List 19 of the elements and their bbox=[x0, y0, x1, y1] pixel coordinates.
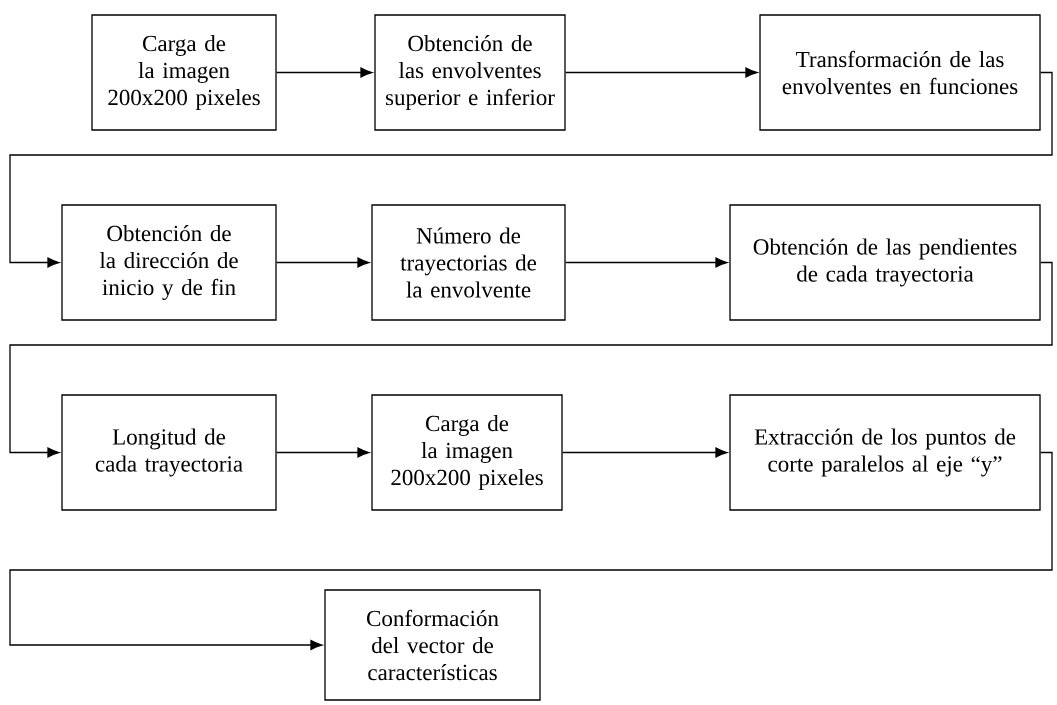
arrow bbox=[9, 261, 1053, 458]
arrow bbox=[9, 451, 1053, 650]
process-box: Obtención de las pendientes de cada trayectoria bbox=[729, 204, 1041, 321]
arrow bbox=[565, 67, 758, 78]
process-box: Obtención de la dirección de inicio y de fin bbox=[61, 204, 277, 321]
arrow bbox=[565, 257, 728, 268]
arrow bbox=[276, 257, 370, 268]
process-box: Carga de la imagen 200x200 pixeles bbox=[91, 14, 277, 131]
arrow bbox=[9, 71, 1053, 268]
process-box: Longitud de cada trayectoria bbox=[61, 394, 277, 511]
arrow bbox=[276, 447, 370, 458]
process-box: Número de trayectorias de la envolvente bbox=[371, 204, 566, 321]
arrow bbox=[562, 447, 728, 458]
process-box: Extracción de los puntos de corte paralelos al eje “y” bbox=[729, 394, 1041, 511]
process-box: Transformación de las envolventes en funciones bbox=[759, 14, 1041, 131]
process-box: Conformación del vector de características bbox=[324, 589, 541, 701]
process-box: Obtención de las envolventes superior e inferior bbox=[374, 14, 566, 131]
arrow bbox=[276, 67, 373, 78]
process-box: Carga de la imagen 200x200 pixeles bbox=[371, 394, 563, 511]
